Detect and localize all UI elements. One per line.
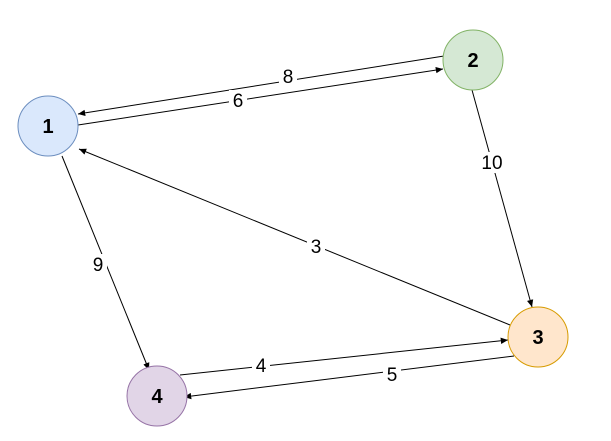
edge-label-3-4: 5	[387, 365, 398, 386]
edge-label-2-1: 8	[283, 67, 294, 88]
node-1-circle	[17, 95, 79, 157]
edge-label-1-4: 9	[93, 255, 104, 276]
node-1[interactable]: 1	[17, 95, 79, 157]
node-1-label: 1	[42, 116, 53, 138]
node-2-label: 2	[467, 50, 478, 72]
node-4-label: 4	[151, 386, 163, 408]
edge-3-4	[183, 355, 515, 400]
node-4-circle	[126, 365, 188, 427]
edge-3-1	[78, 148, 511, 326]
node-3-label: 3	[532, 327, 543, 349]
edge-1-2	[77, 66, 444, 126]
edge-2-3	[471, 89, 534, 308]
edge-labels: 8 6 10 3 9 4 5	[89, 66, 506, 386]
node-4[interactable]: 4	[126, 365, 188, 427]
edge-4-3	[179, 337, 509, 376]
edge-label-4-3: 4	[256, 356, 267, 377]
edge-label-2-3: 10	[481, 153, 502, 174]
node-3-circle	[507, 306, 569, 368]
node-2-circle	[442, 29, 504, 91]
edge-label-3-1: 3	[311, 237, 322, 258]
node-2[interactable]: 2	[442, 29, 504, 91]
edge-2-1	[77, 55, 445, 117]
edge-label-1-2: 6	[233, 91, 244, 112]
edges	[61, 55, 534, 400]
node-3[interactable]: 3	[507, 306, 569, 368]
